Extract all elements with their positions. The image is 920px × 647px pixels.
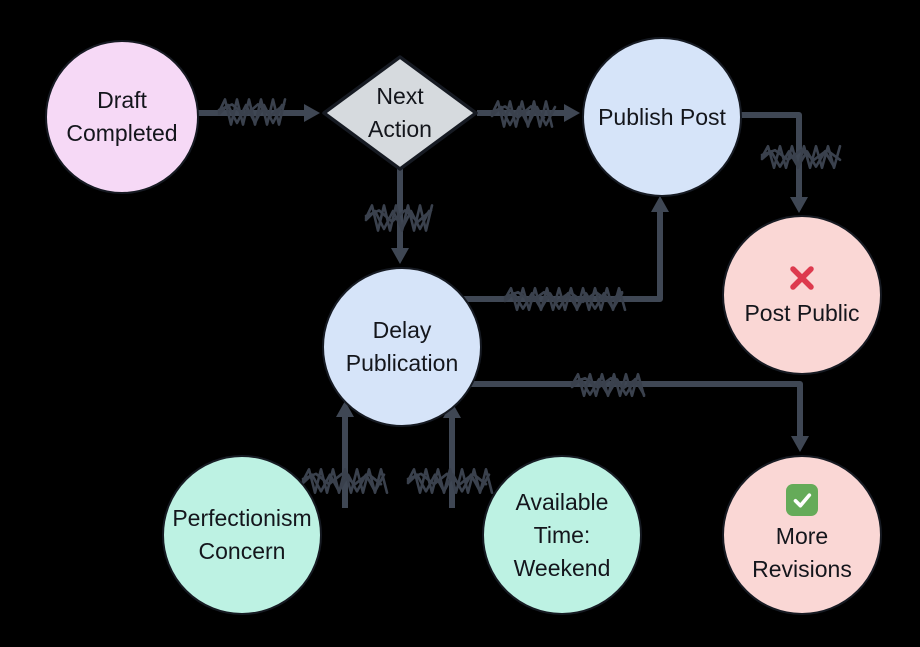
edge-publish-post-to-post-public (738, 112, 802, 199)
node-label: More Revisions (752, 523, 852, 582)
edge-label-scribble (570, 372, 646, 398)
edge-label-scribble (503, 286, 627, 312)
arrowhead (564, 104, 580, 122)
node-next-action[interactable]: Next Action (330, 63, 470, 163)
node-perfectionism-concern[interactable]: Perfectionism Concern (162, 455, 322, 615)
edge-label-scribble (406, 468, 494, 494)
node-publish-post[interactable]: Publish Post (582, 37, 742, 197)
node-delay-publication[interactable]: Delay Publication (322, 267, 482, 427)
edge-delay-publication-to-more-revisions (467, 381, 803, 438)
arrowhead (304, 104, 320, 122)
node-label: Perfectionism Concern (172, 505, 312, 564)
edge-label-scribble (301, 468, 389, 494)
node-label: Draft Completed (66, 87, 178, 146)
node-next-action-shape[interactable] (322, 55, 478, 171)
edge-label-scribble (217, 98, 287, 126)
node-label: Delay Publication (345, 317, 459, 376)
x-mark-icon (785, 261, 819, 295)
edge-label-scribble (490, 100, 557, 128)
node-label: Available Time: Weekend (513, 488, 611, 581)
arrowhead (336, 401, 354, 417)
node-label: Next Action (368, 83, 432, 142)
node-label: Publish Post (598, 103, 726, 130)
edge-delay-publication-to-publish-post (463, 210, 663, 302)
edge-label-scribble (760, 144, 842, 170)
check-mark-icon (786, 484, 818, 516)
node-post-public[interactable]: Post Public (722, 215, 882, 375)
arrowhead (391, 248, 409, 264)
node-label: Post Public (744, 299, 860, 326)
arrowhead (791, 436, 809, 452)
arrowhead (651, 196, 669, 212)
node-available-time-weekend[interactable]: Available Time: Weekend (482, 455, 642, 615)
arrowhead (790, 197, 808, 213)
arrowhead (443, 402, 461, 418)
edge-label-scribble (364, 204, 434, 232)
node-more-revisions[interactable]: More Revisions (722, 455, 882, 615)
node-draft-completed[interactable]: Draft Completed (45, 40, 199, 194)
